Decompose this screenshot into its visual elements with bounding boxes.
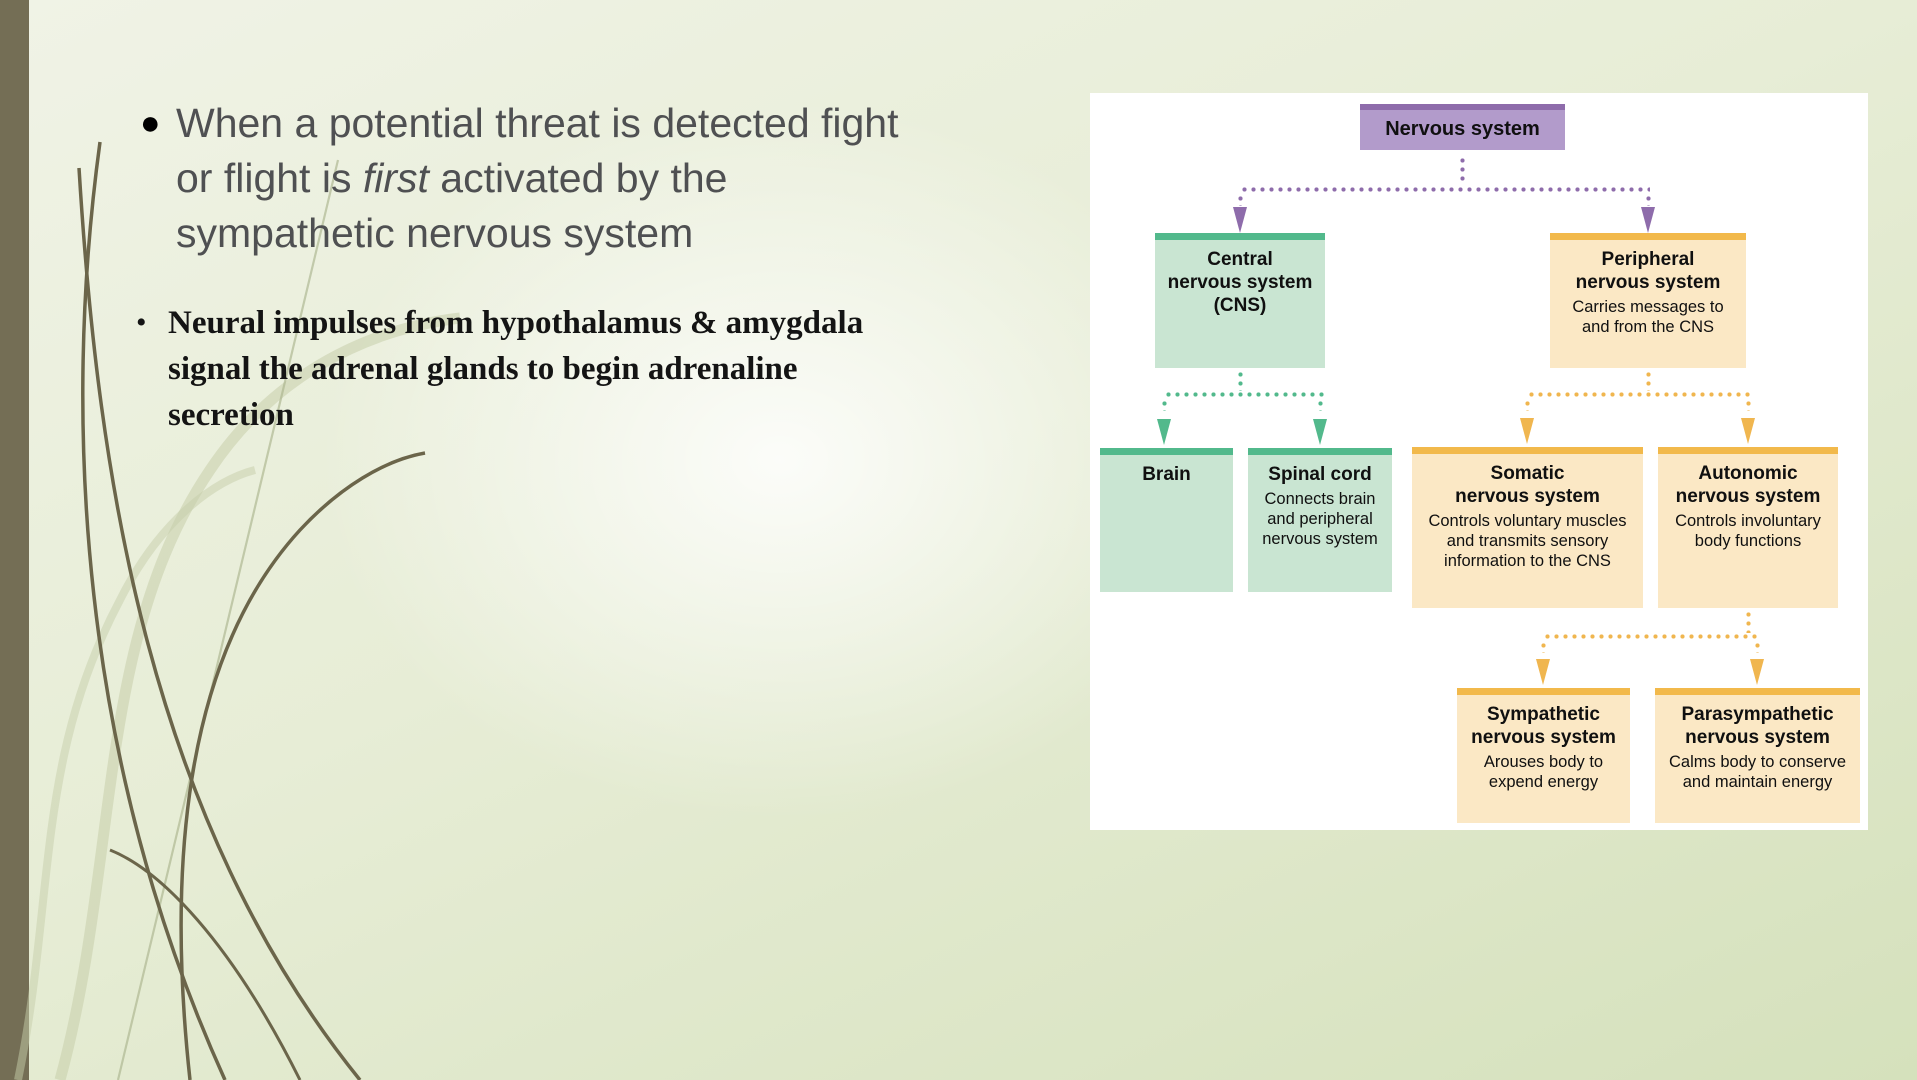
arrow-down-icon xyxy=(1750,659,1764,685)
dotted-line xyxy=(1460,156,1465,184)
text-segment-italic: first xyxy=(362,155,429,201)
text-segment: When a potential threat is detected figh… xyxy=(176,100,899,146)
node-title: Spinal cord xyxy=(1268,464,1372,485)
arrow-down-icon xyxy=(1520,418,1534,444)
left-accent-bar xyxy=(0,0,29,1080)
dotted-line xyxy=(1238,194,1243,206)
dotted-line xyxy=(1646,370,1651,391)
dotted-line xyxy=(1164,392,1324,397)
bullet-1-text: When a potential threat is detected figh… xyxy=(176,96,899,261)
text-line: When a potential threat is detected figh… xyxy=(176,96,899,151)
dotted-line xyxy=(1646,194,1651,206)
bullet-1: ● When a potential threat is detected fi… xyxy=(140,96,1020,261)
bullet-2-marker: • xyxy=(136,306,147,339)
dotted-line xyxy=(1525,399,1530,411)
dotted-line xyxy=(1318,399,1323,411)
dotted-line xyxy=(1755,641,1760,653)
dotted-line xyxy=(1746,399,1751,411)
dotted-line xyxy=(1240,187,1650,192)
bullet-1-marker: ● xyxy=(140,104,161,142)
arrow-down-icon xyxy=(1536,659,1550,685)
text-line: sympathetic nervous system xyxy=(176,206,899,261)
arrow-down-icon xyxy=(1641,207,1655,233)
node-brain: Brain xyxy=(1100,448,1233,592)
arrow-down-icon xyxy=(1313,419,1327,445)
text-segment: activated by the xyxy=(428,155,728,201)
text-segment: sympathetic nervous system xyxy=(176,210,694,256)
dotted-line xyxy=(1541,641,1546,653)
bullet-2-text: Neural impulses from hypothalamus & amyg… xyxy=(168,305,864,433)
arrow-down-icon xyxy=(1233,207,1247,233)
dotted-line xyxy=(1543,634,1758,639)
text-segment: or flight is xyxy=(176,155,363,201)
node-nervous-system: Nervous system xyxy=(1360,104,1565,150)
dotted-line xyxy=(1162,399,1167,411)
dotted-line xyxy=(1238,370,1243,391)
arrow-down-icon xyxy=(1157,419,1171,445)
dotted-line xyxy=(1527,392,1750,397)
arrow-down-icon xyxy=(1741,418,1755,444)
node-title: Brain xyxy=(1142,464,1191,485)
bullet-2: • Neural impulses from hypothalamus & am… xyxy=(136,300,1116,438)
node-title: Nervous system xyxy=(1385,118,1540,140)
text-line: or flight is first activated by the xyxy=(176,151,899,206)
dotted-line xyxy=(1746,610,1751,633)
